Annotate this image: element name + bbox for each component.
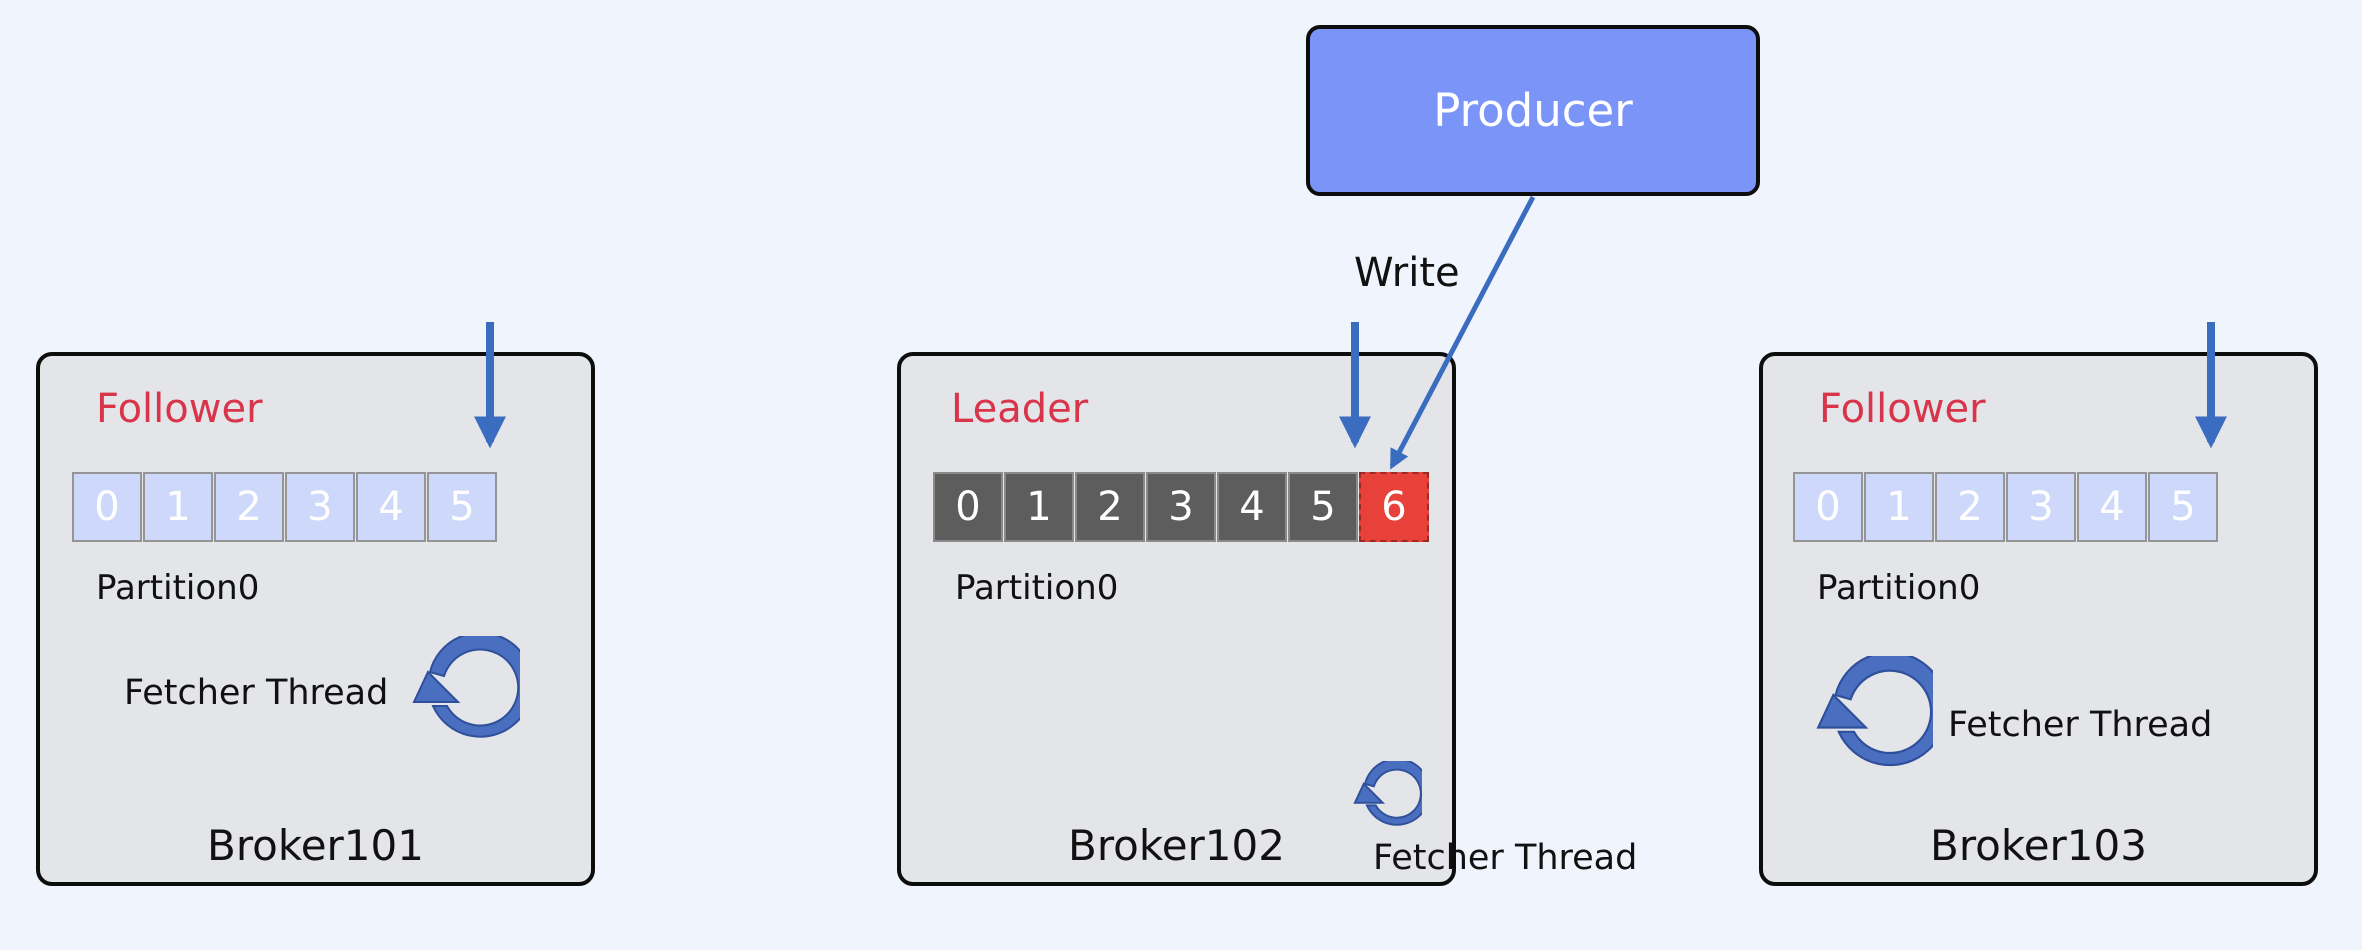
log-offset-cell: 0 xyxy=(1793,472,1863,542)
broker-name: Broker101 xyxy=(207,821,424,870)
broker-name: Broker102 xyxy=(1068,821,1285,870)
log-offset-cell: 3 xyxy=(285,472,355,542)
log-offset-cell: 3 xyxy=(1146,472,1216,542)
broker-103: Follower 0 1 2 3 4 5 Partition0 Fetcher … xyxy=(1759,352,2318,886)
broker-101: Follower 0 1 2 3 4 5 Partition0 Fetcher … xyxy=(36,352,595,886)
log-offset-cell: 4 xyxy=(1217,472,1287,542)
log-offset-cell: 2 xyxy=(1075,472,1145,542)
partition-log: 0 1 2 3 4 5 xyxy=(1793,472,2218,542)
fetcher-thread-label: Fetcher Thread xyxy=(1373,838,1638,878)
partition-log: 0 1 2 3 4 5 6 xyxy=(933,472,1429,542)
fetcher-thread-icon xyxy=(1353,761,1422,826)
log-offset-cell: 3 xyxy=(2006,472,2076,542)
broker-role-label: Leader xyxy=(951,386,1089,432)
log-offset-cell: 0 xyxy=(933,472,1003,542)
producer-box: Producer xyxy=(1306,25,1760,196)
log-offset-cell: 1 xyxy=(1004,472,1074,542)
broker-role-label: Follower xyxy=(96,386,263,432)
write-label: Write xyxy=(1354,250,1460,296)
partition-name: Partition0 xyxy=(955,568,1119,608)
fetcher-thread-label: Fetcher Thread xyxy=(1948,705,2213,745)
log-offset-cell: 5 xyxy=(2148,472,2218,542)
log-offset-cell: 2 xyxy=(214,472,284,542)
log-offset-cell: 2 xyxy=(1935,472,2005,542)
fetcher-thread-icon xyxy=(412,636,520,738)
log-offset-cell: 5 xyxy=(427,472,497,542)
partition-name: Partition0 xyxy=(1817,568,1981,608)
log-offset-cell: 1 xyxy=(143,472,213,542)
log-offset-cell: 5 xyxy=(1288,472,1358,542)
partition-name: Partition0 xyxy=(96,568,260,608)
log-offset-cell: 4 xyxy=(356,472,426,542)
partition-log: 0 1 2 3 4 5 xyxy=(72,472,497,542)
log-offset-cell: 0 xyxy=(72,472,142,542)
log-offset-cell: 1 xyxy=(1864,472,1934,542)
new-log-offset-cell: 6 xyxy=(1359,472,1429,542)
log-offset-cell: 4 xyxy=(2077,472,2147,542)
broker-role-label: Follower xyxy=(1819,386,1986,432)
fetcher-thread-label: Fetcher Thread xyxy=(124,673,389,713)
broker-name: Broker103 xyxy=(1930,821,2147,870)
fetcher-thread-icon xyxy=(1816,656,1933,767)
